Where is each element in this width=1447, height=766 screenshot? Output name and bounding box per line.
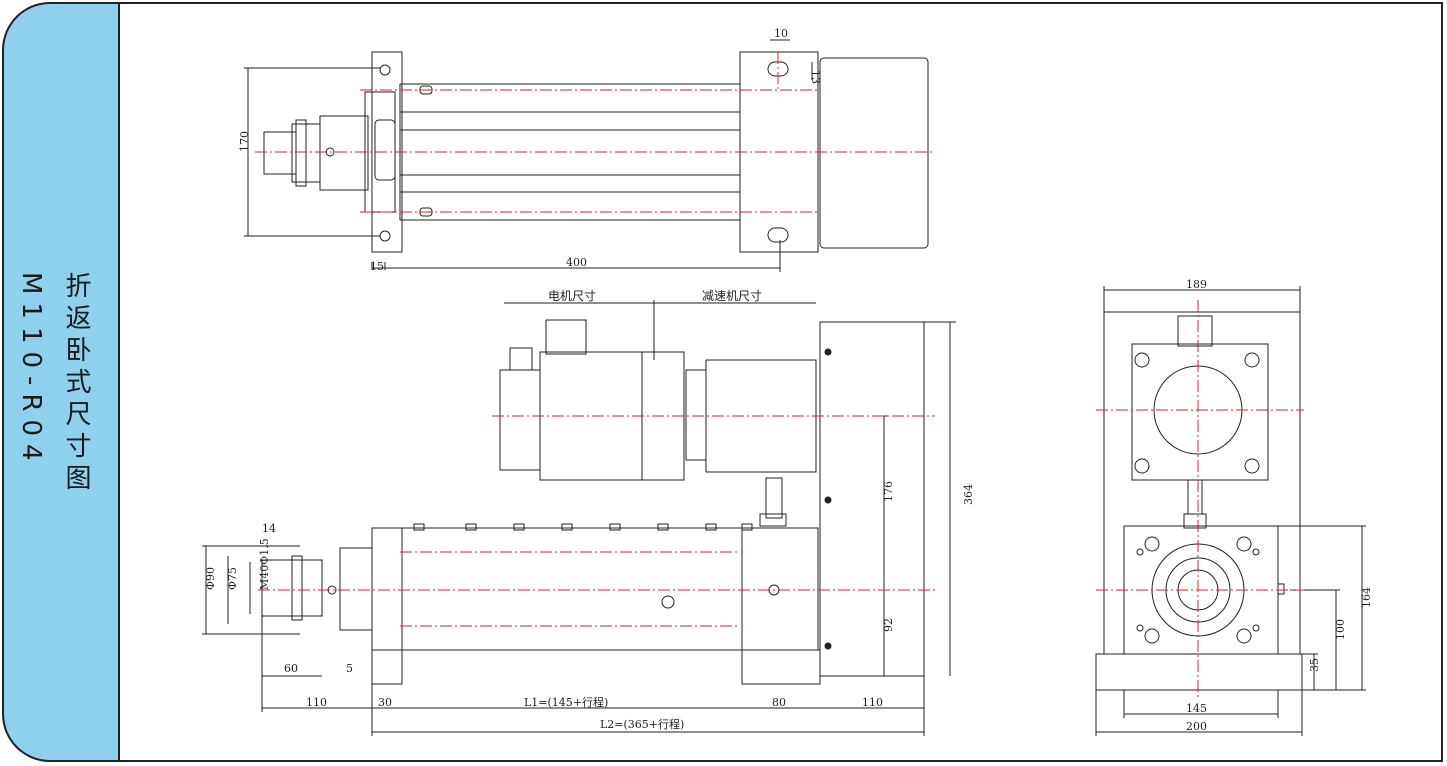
motor-size-label: 电机尺寸 bbox=[548, 289, 596, 303]
sidebar-model: M110-R04 bbox=[16, 272, 46, 469]
dim-100: 100 bbox=[1334, 619, 1347, 640]
dim-164: 164 bbox=[1360, 587, 1373, 608]
side-actuator-body bbox=[371, 527, 819, 651]
side-end-housing bbox=[819, 321, 925, 677]
dim-189: 189 bbox=[1186, 278, 1207, 291]
dim-phi90: Φ90 bbox=[204, 567, 217, 590]
sidebar-model-text: M110-R04 bbox=[16, 272, 46, 469]
dim-L1: L1=(145+行程) bbox=[524, 696, 608, 709]
main-border bbox=[118, 2, 1443, 762]
dim-80: 80 bbox=[772, 696, 786, 709]
end-motor-flange bbox=[1131, 343, 1269, 481]
sidebar-panel bbox=[2, 2, 118, 762]
dim-L2: L2=(365+行程) bbox=[600, 718, 684, 731]
dim-top-slot-w: 10 bbox=[774, 27, 788, 40]
end-view bbox=[1095, 286, 1366, 736]
dim-145: 145 bbox=[1186, 702, 1207, 715]
dim-35: 35 bbox=[1308, 658, 1321, 672]
dim-top-length: 400 bbox=[566, 256, 587, 269]
dim-top-slot-h: 13 bbox=[809, 70, 822, 84]
top-view bbox=[244, 39, 929, 272]
dim-top-left: 15 bbox=[370, 260, 384, 273]
dim-total-height: 364 bbox=[962, 484, 975, 505]
sidebar-title: 折返卧式尺寸图 bbox=[58, 272, 95, 496]
dim-top-height: 170 bbox=[238, 131, 251, 152]
dim-110-left: 110 bbox=[306, 696, 327, 709]
dim-phi75: Φ75 bbox=[226, 567, 239, 590]
end-centerlines bbox=[1096, 300, 1304, 700]
dim-lower: 92 bbox=[882, 618, 895, 632]
side-motor-encoder bbox=[499, 369, 541, 471]
top-motor-housing bbox=[819, 57, 929, 249]
side-centerlines bbox=[258, 415, 935, 627]
dim-200: 200 bbox=[1186, 720, 1207, 733]
dim-5: 5 bbox=[346, 662, 353, 675]
dim-110-right: 110 bbox=[862, 696, 883, 709]
dim-14: 14 bbox=[262, 522, 276, 535]
dim-thread: M40Φ1.5 bbox=[258, 538, 271, 590]
end-base bbox=[1095, 653, 1303, 691]
reducer-size-label: 减速机尺寸 bbox=[702, 289, 762, 303]
sidebar-title-text: 折返卧式尺寸图 bbox=[61, 272, 91, 496]
dim-30: 30 bbox=[378, 696, 392, 709]
dim-60: 60 bbox=[284, 662, 298, 675]
top-centerlines bbox=[255, 52, 935, 213]
dim-upper: 176 bbox=[882, 481, 895, 502]
side-view bbox=[202, 300, 956, 736]
